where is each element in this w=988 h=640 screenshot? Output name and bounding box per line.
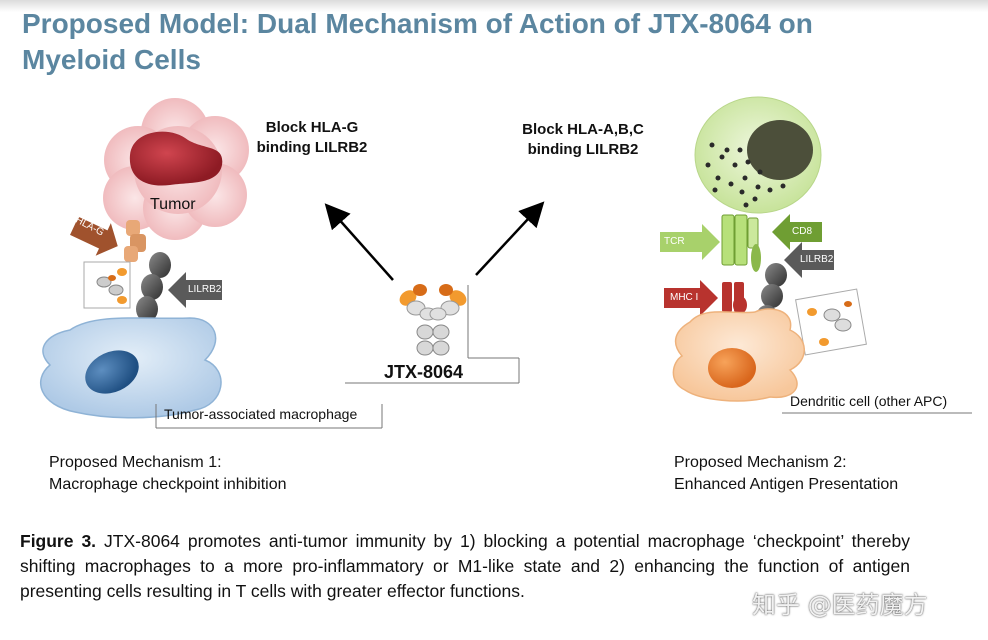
lilrb2-left-label: LILRB2 — [188, 284, 222, 295]
lilrb2-right-label: LILRB2 — [800, 254, 834, 265]
tumor-cell — [103, 98, 249, 240]
mechanism-1: Proposed Mechanism 1: Macrophage checkpo… — [49, 452, 286, 496]
left-action-line2: binding LILRB2 — [256, 139, 368, 156]
tumor-nucleus — [129, 131, 223, 186]
figure-caption: Figure 3. JTX-8064 promotes anti-tumor i… — [20, 529, 910, 604]
antibody-icon-small-left — [83, 261, 131, 309]
t-cell-nucleus — [747, 120, 813, 180]
macrophage-label: Tumor-associated macrophage — [164, 406, 358, 422]
antibody-icon-small-right — [795, 288, 867, 356]
right-action-label: Block HLA-A,B,C binding LILRB2 — [510, 120, 656, 160]
hla-g-molecule — [124, 220, 146, 262]
mechanism-1-title: Proposed Mechanism 1: — [49, 454, 222, 471]
dendritic-label: Dendritic cell (other APC) — [790, 393, 948, 409]
caption-lead: Figure 3. — [20, 531, 97, 551]
caption-text: JTX-8064 promotes anti-tumor immunity by… — [20, 531, 910, 601]
mechanism-2-desc: Enhanced Antigen Presentation — [674, 476, 899, 493]
dendritic-cell — [672, 308, 805, 402]
cytotoxic-granules — [705, 142, 786, 208]
arrow-right-up — [475, 201, 545, 276]
hla-g-arrow — [70, 216, 118, 256]
mhc-label: MHC I — [670, 292, 699, 303]
right-action-line2: binding LILRB2 — [527, 141, 639, 158]
top-bar — [0, 0, 988, 12]
mechanism-2-title: Proposed Mechanism 2: — [674, 454, 847, 471]
watermark: 知乎 @医药魔方 — [752, 591, 928, 619]
arrow-left-up — [324, 203, 394, 281]
tumor-label: Tumor — [150, 196, 196, 213]
t-cell — [694, 96, 822, 214]
tcr-complex — [721, 214, 761, 272]
lilrb2-arrow-right — [784, 242, 834, 278]
mhc-arrow — [664, 280, 718, 316]
mechanism-1-desc: Macrophage checkpoint inhibition — [49, 476, 287, 493]
cd8-label: CD8 — [792, 226, 813, 237]
cd8-arrow — [772, 214, 822, 250]
lilrb2-arrow-left — [168, 272, 222, 308]
jtx-8064-antibody — [399, 284, 467, 356]
slide-title: Proposed Model: Dual Mechanism of Action… — [22, 8, 813, 75]
macrophage-nucleus — [85, 350, 139, 394]
tcr-arrow — [660, 224, 720, 260]
left-action-label: Block HLA-G binding LILRB2 — [244, 118, 380, 158]
mechanism-2: Proposed Mechanism 2: Enhanced Antigen P… — [674, 452, 898, 496]
dendritic-nucleus — [708, 348, 756, 388]
left-action-line1: Block HLA-G — [265, 119, 359, 136]
right-action-line1: Block HLA-A,B,C — [522, 121, 644, 138]
antibody-name: JTX-8064 — [384, 362, 464, 382]
tcr-label: TCR — [664, 236, 685, 247]
macrophage-cell — [40, 317, 222, 419]
